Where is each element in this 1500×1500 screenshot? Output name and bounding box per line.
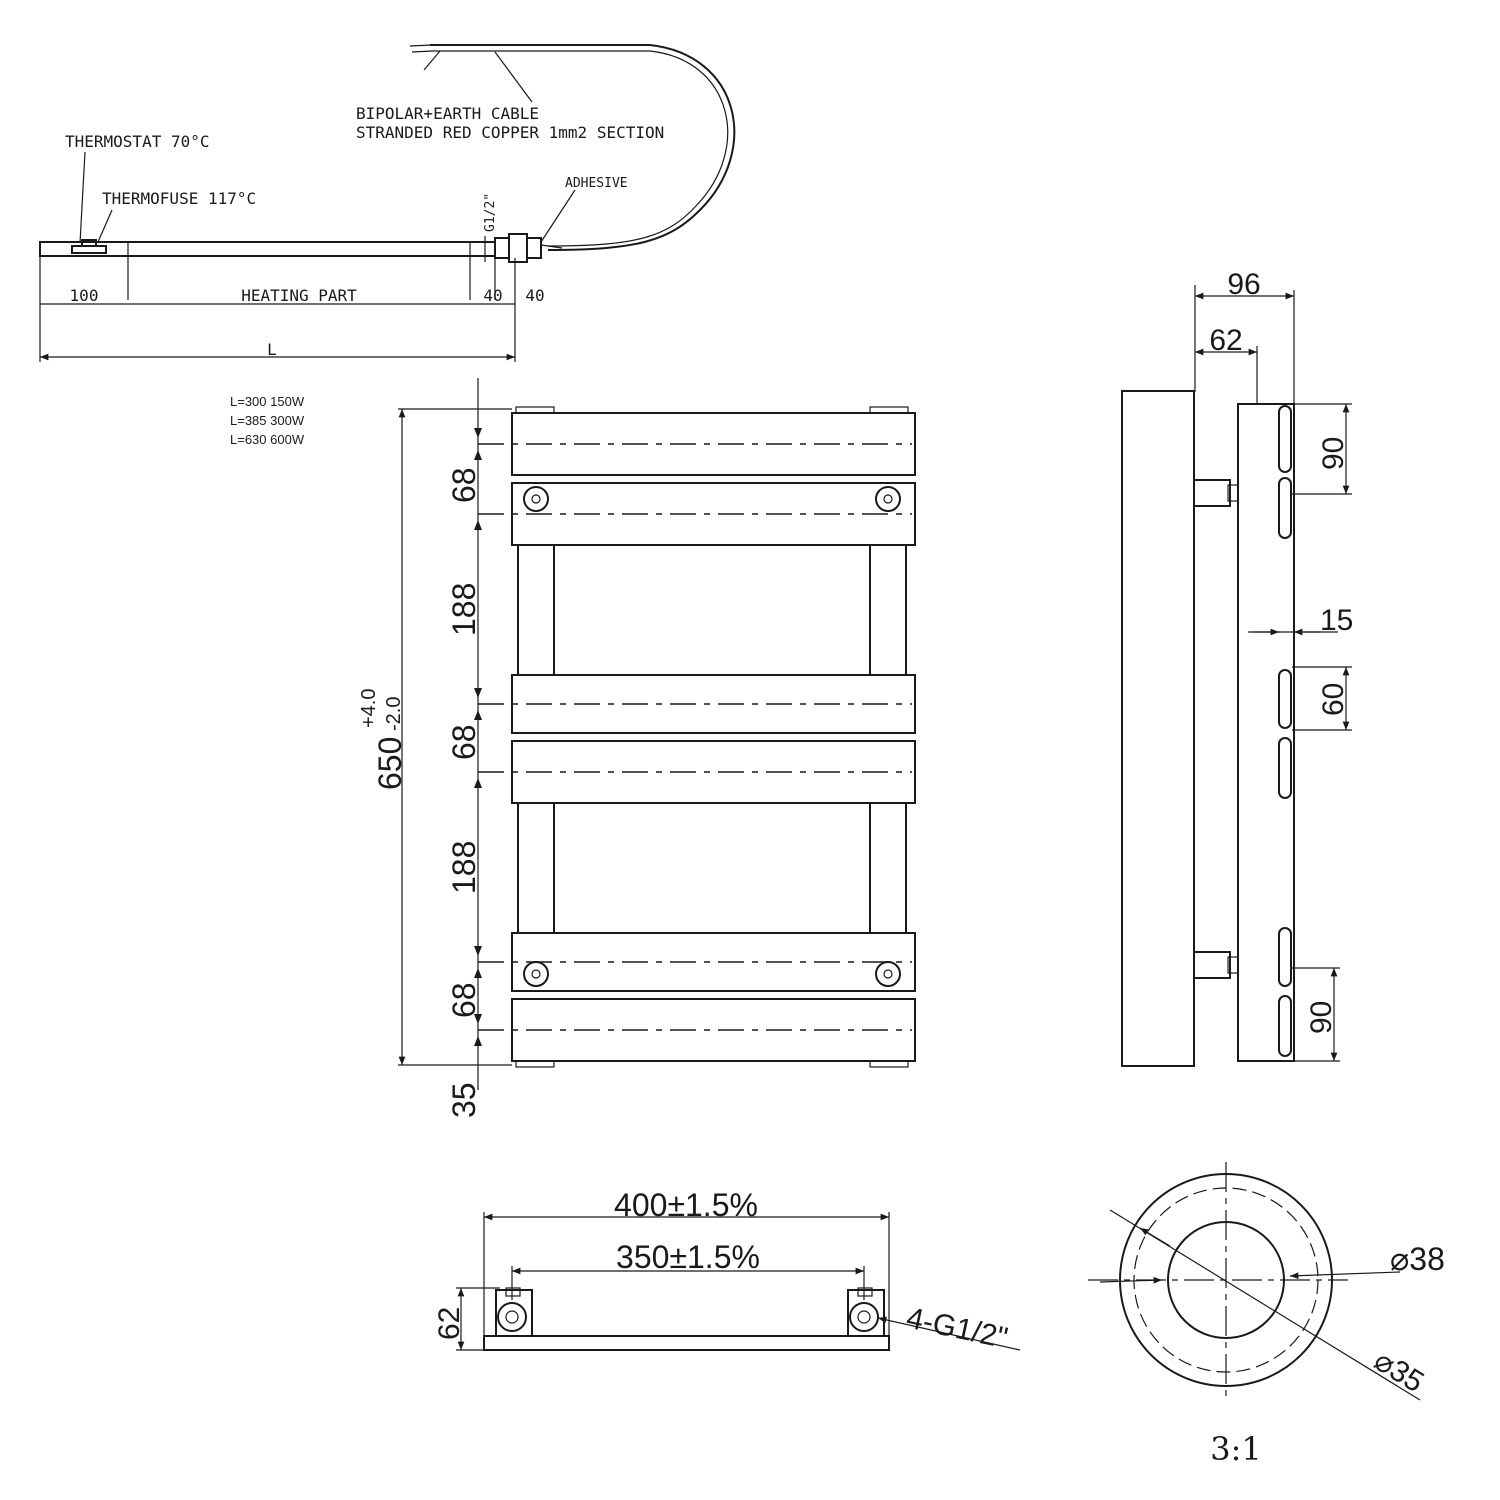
length-label: L bbox=[267, 340, 277, 359]
scale-label: 3:1 bbox=[1210, 1430, 1262, 1468]
heating-part-label: HEATING PART bbox=[241, 286, 357, 305]
dim-40-a: 40 bbox=[483, 286, 502, 305]
side-dim-90-top: 90 bbox=[1317, 437, 1350, 470]
front-view bbox=[398, 378, 916, 1090]
side-dim-15: 15 bbox=[1320, 604, 1353, 637]
front-dim-6: 35 bbox=[446, 1082, 482, 1118]
front-dim-4: 188 bbox=[446, 841, 482, 894]
dim-100: 100 bbox=[70, 286, 99, 305]
front-dim-2: 188 bbox=[446, 583, 482, 636]
section-detail bbox=[1088, 1162, 1421, 1401]
outer-diameter-label: ⌀38 bbox=[1390, 1241, 1445, 1277]
adhesive-label: ADHESIVE bbox=[565, 176, 628, 191]
height-dim: 650 bbox=[372, 737, 408, 790]
thermofuse-label: THERMOFUSE 117°C bbox=[102, 189, 256, 208]
thread-label: G1/2" bbox=[483, 193, 498, 232]
thermostat-label: THERMOSTAT 70°C bbox=[65, 132, 210, 151]
bottom-view bbox=[456, 1212, 1021, 1351]
bottom-centers-dim: 350±1.5% bbox=[616, 1239, 760, 1275]
side-dim-62: 62 bbox=[1209, 324, 1242, 357]
front-dim-3: 68 bbox=[446, 724, 482, 760]
height-tol-minus: -2.0 bbox=[383, 697, 405, 731]
side-view bbox=[1121, 285, 1352, 1067]
bottom-depth-dim: 62 bbox=[433, 1307, 466, 1340]
rating-3: L=630 600W bbox=[230, 432, 305, 447]
cable-label-line1: BIPOLAR+EARTH CABLE bbox=[356, 104, 539, 123]
dim-40-b: 40 bbox=[525, 286, 544, 305]
rating-1: L=300 150W bbox=[230, 394, 305, 409]
bottom-width-dim: 400±1.5% bbox=[614, 1187, 758, 1223]
inner-diameter-label: ⌀35 bbox=[1368, 1344, 1429, 1399]
side-dim-60: 60 bbox=[1317, 683, 1350, 716]
front-dim-5: 68 bbox=[446, 982, 482, 1018]
side-dim-96: 96 bbox=[1227, 268, 1260, 301]
height-tol-plus: +4.0 bbox=[358, 689, 380, 728]
heating-element-drawing bbox=[39, 44, 736, 362]
cable-label-line2: STRANDED RED COPPER 1mm2 SECTION bbox=[356, 123, 664, 142]
side-dim-90-bottom: 90 bbox=[1305, 1001, 1338, 1034]
connections-label: 4-G1/2" bbox=[904, 1302, 1011, 1356]
front-dim-1: 68 bbox=[446, 467, 482, 503]
rating-2: L=385 300W bbox=[230, 413, 305, 428]
